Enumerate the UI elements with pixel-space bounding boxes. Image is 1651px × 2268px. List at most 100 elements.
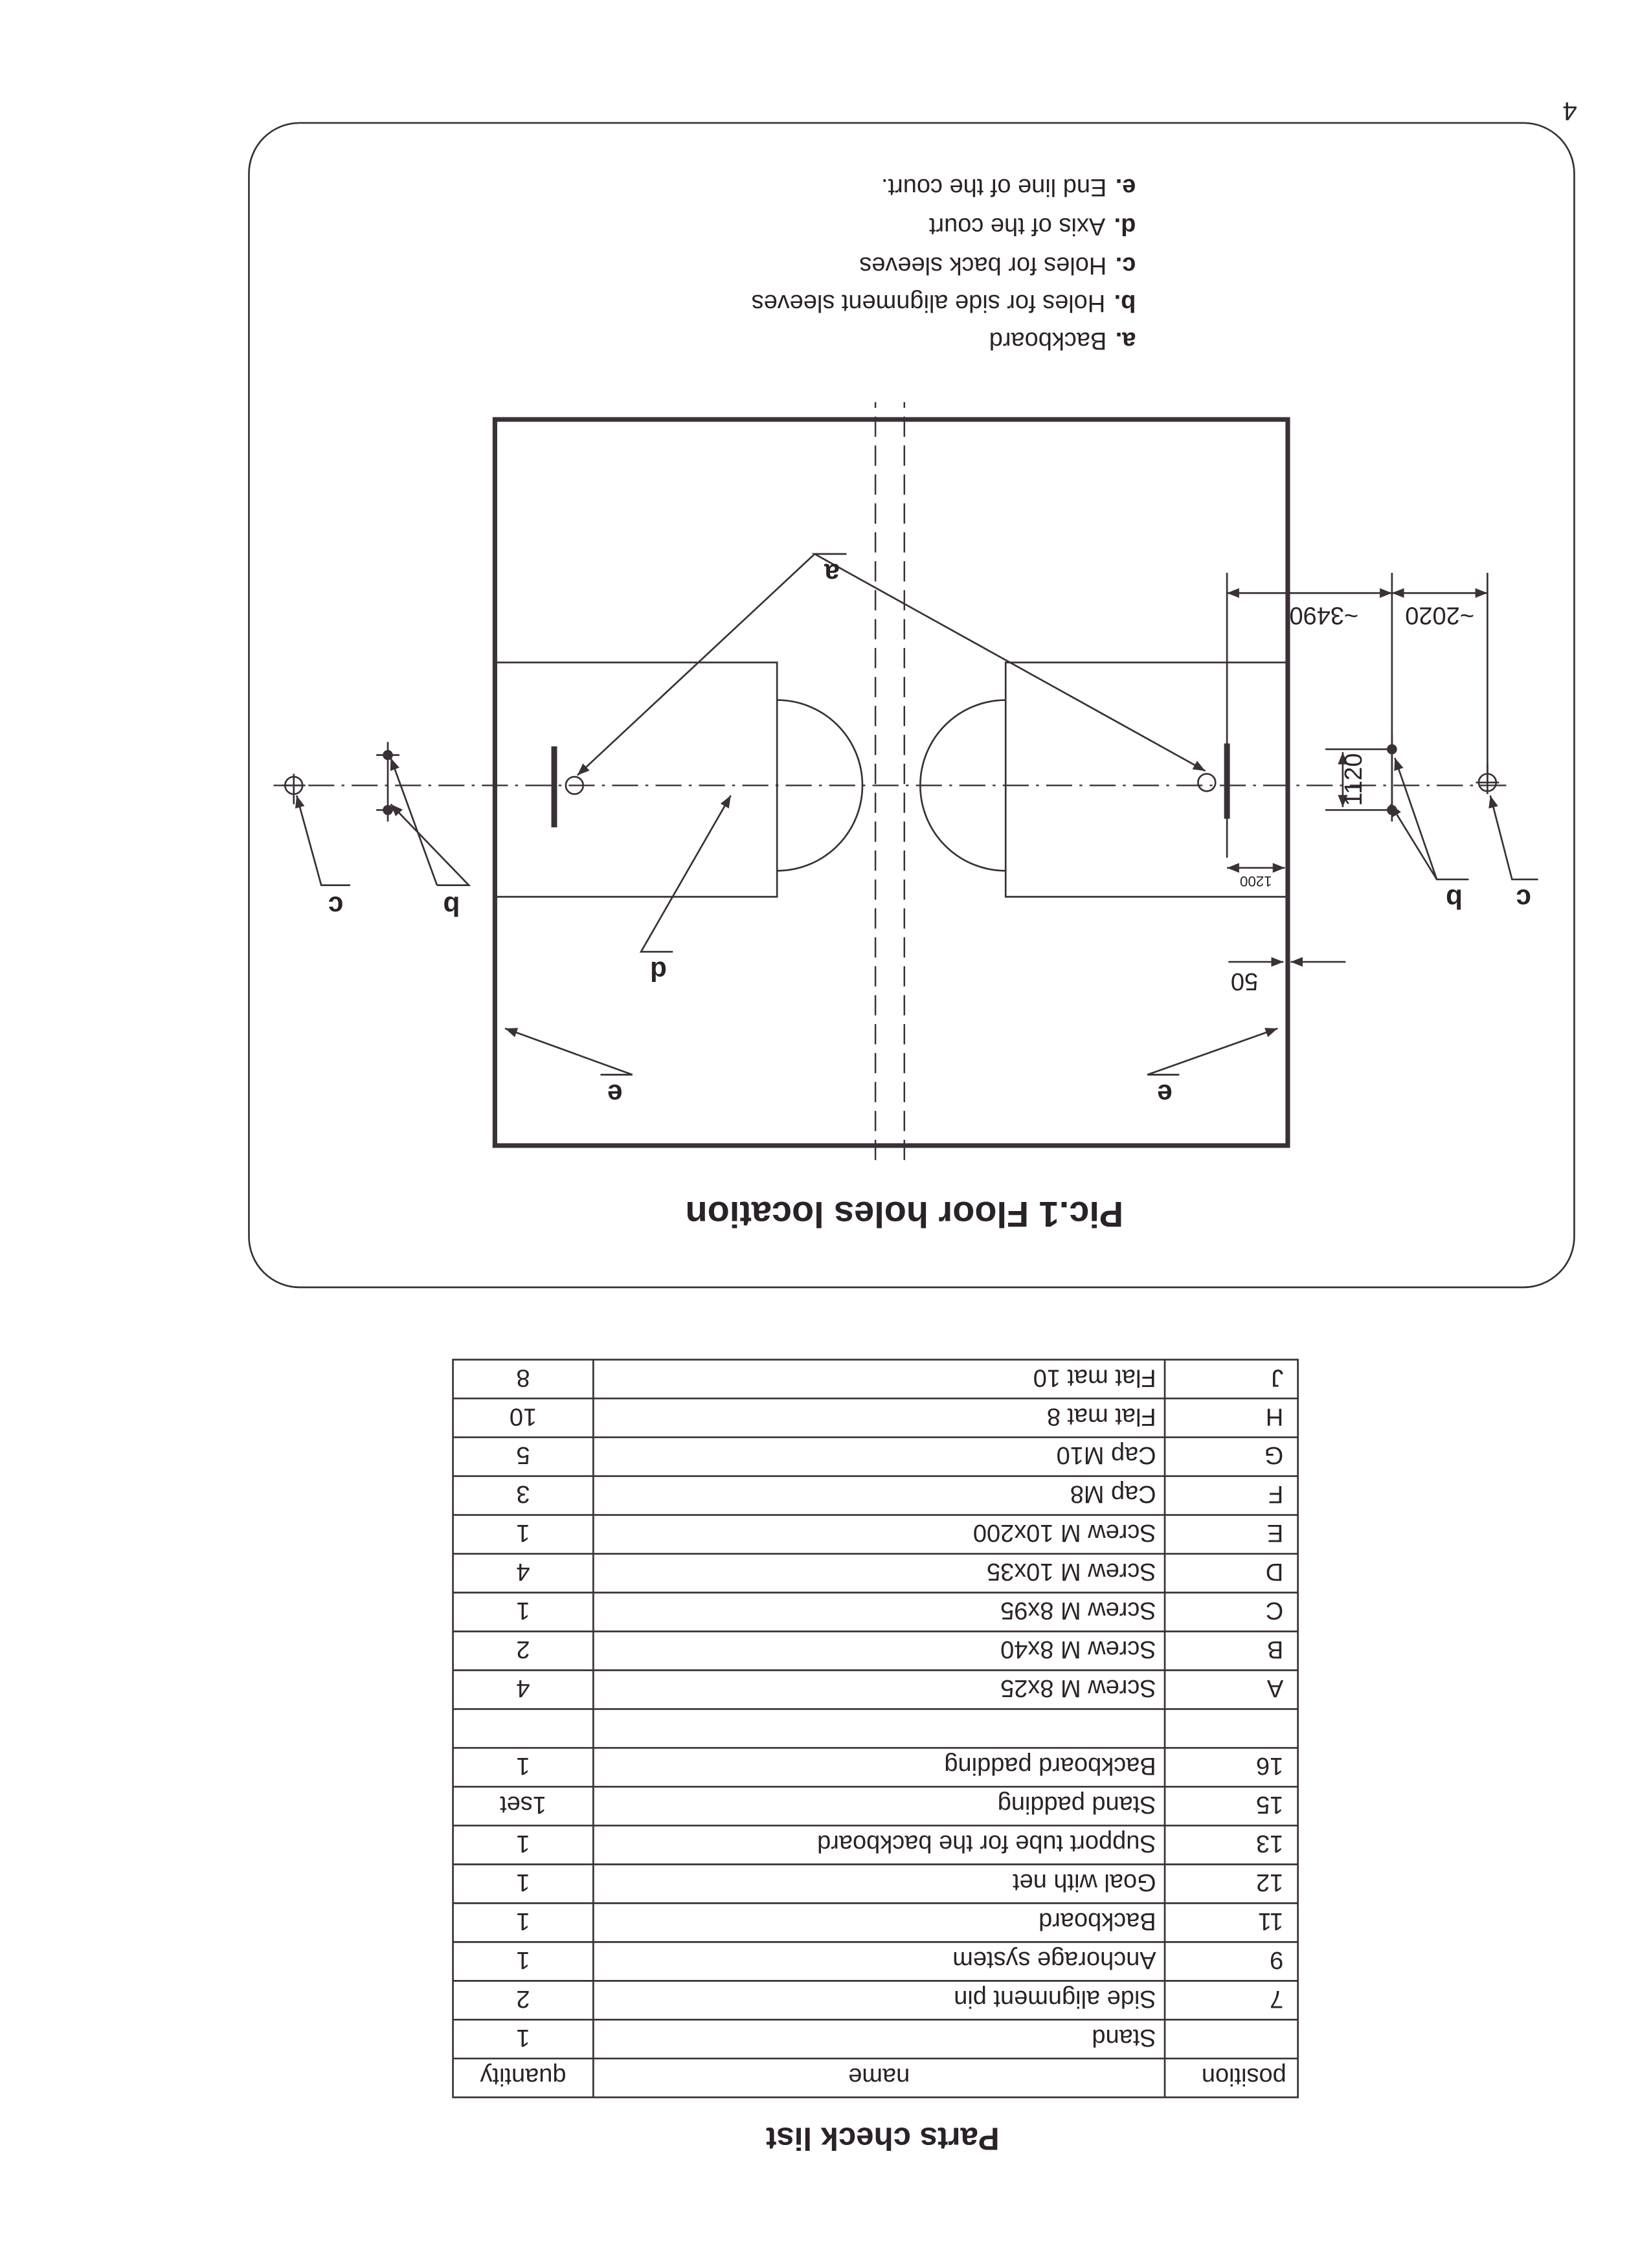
name-cell: Screw M 10x200	[973, 1519, 1156, 1546]
table-border	[452, 1359, 1299, 2098]
name-cell: Flat mat 8	[1047, 1403, 1156, 1430]
position-cell: 9	[1270, 1946, 1283, 1973]
legend-item: e. End line of the court.	[881, 173, 1136, 201]
figure-frame	[248, 122, 1575, 1289]
name-cell: Backboard	[1039, 1907, 1156, 1935]
quantity-cell: 1	[516, 1830, 530, 1857]
table-row: 15 Stand padding 1set	[500, 1791, 1284, 1818]
name-cell: Screw M 10x35	[987, 1558, 1156, 1585]
position-cell: J	[1271, 1364, 1283, 1391]
name-cell: Flat mat 10	[1033, 1364, 1156, 1391]
legend-item: c. Holes for back sleeves	[859, 252, 1136, 279]
table-header-name: name	[848, 2063, 910, 2090]
legend-key: c.	[1116, 252, 1136, 279]
table-row: 16 Backboard padding 1	[516, 1752, 1283, 1779]
table-header-position: position	[1202, 2063, 1286, 2090]
key-area-right	[494, 662, 778, 898]
legend-key: a.	[1116, 327, 1136, 354]
quantity-cell: 3	[516, 1480, 530, 1507]
label-b-side-holes: b	[443, 891, 460, 922]
legend-key: e.	[1116, 173, 1136, 201]
name-cell: Screw M 8x95	[1000, 1597, 1156, 1624]
label-e-end-line: e	[607, 1079, 623, 1109]
name-cell: Stand padding	[998, 1791, 1156, 1818]
position-cell: 13	[1256, 1830, 1283, 1857]
legend-key: d.	[1114, 212, 1136, 239]
legend-text: Holes for side alignment sleeves	[752, 289, 1106, 317]
quantity-cell: 2	[516, 1985, 530, 2012]
position-cell: C	[1266, 1597, 1283, 1624]
quantity-cell: 2	[516, 1636, 530, 1663]
quantity-cell: 1	[516, 2024, 530, 2051]
label-a-backboard: a	[824, 559, 840, 589]
free-throw-arc-right	[777, 699, 864, 872]
table-row: A Screw M 8x25 4	[516, 1674, 1283, 1702]
anchor-hole-icon	[1197, 773, 1217, 792]
dimension-50: 50	[1231, 968, 1258, 995]
position-cell: E	[1267, 1519, 1283, 1546]
dimension-2020: ~2020	[1405, 602, 1474, 629]
quantity-cell: 4	[516, 1558, 530, 1585]
legend-text: Backboard	[989, 327, 1107, 354]
position-cell: G	[1264, 1441, 1284, 1469]
quantity-cell: 1	[516, 1869, 530, 1896]
table-row: 7 Side alignment pin 2	[516, 1985, 1283, 2012]
name-cell: Cap M10	[1057, 1441, 1156, 1469]
label-e-end-line: e	[1157, 1079, 1173, 1109]
legend-text: Holes for back sleeves	[859, 252, 1106, 279]
name-cell: Goal with net	[1013, 1869, 1156, 1896]
name-cell: Cap M8	[1070, 1480, 1156, 1507]
position-cell: 12	[1256, 1869, 1283, 1896]
court-boundary	[492, 417, 1290, 1148]
quantity-cell: 1set	[500, 1791, 546, 1818]
figure-title: Pic.1 Floor holes location	[685, 1194, 1123, 1235]
quantity-cell: 1	[516, 1597, 530, 1624]
quantity-cell: 1	[516, 1946, 530, 1973]
legend-text: Axis of the court	[928, 212, 1105, 239]
position-cell: 7	[1270, 1985, 1283, 2012]
position-cell: B	[1267, 1636, 1283, 1663]
legend-item: a. Backboard	[989, 327, 1136, 354]
legend-item: d. Axis of the court	[928, 212, 1136, 239]
key-area-left	[1004, 662, 1289, 898]
position-cell: H	[1266, 1403, 1283, 1430]
name-cell: Side alignment pin	[954, 1985, 1156, 2012]
dimension-1200: 1200	[1240, 873, 1272, 889]
parts-list-title: Parts check list	[766, 2120, 1000, 2156]
free-throw-arc-left	[919, 699, 1006, 872]
quantity-cell: 5	[516, 1441, 530, 1469]
position-cell: 15	[1256, 1791, 1283, 1818]
table-row: F Cap M8 3	[516, 1480, 1283, 1507]
page-number: 4	[1563, 97, 1577, 126]
table-row: 12 Goal with net 1	[516, 1869, 1283, 1896]
name-cell: Anchorage system	[952, 1946, 1156, 1973]
quantity-cell: 4	[516, 1674, 530, 1702]
position-cell: F	[1268, 1480, 1283, 1507]
quantity-cell: 1	[516, 1907, 530, 1935]
name-cell: Screw M 8x40	[1000, 1636, 1156, 1663]
name-cell: Backboard padding	[944, 1752, 1156, 1779]
position-cell: 16	[1256, 1752, 1283, 1779]
legend-item: b. Holes for side alignment sleeves	[752, 289, 1136, 317]
position-cell: A	[1266, 1674, 1283, 1702]
court-diagram: ~3490 ~2020 1120 1200 50 a d e e b c b c	[273, 402, 1538, 1161]
table-row: B Screw M 8x40 2	[516, 1636, 1283, 1663]
label-c-back-holes: c	[328, 891, 344, 922]
quantity-cell: 1	[516, 1752, 530, 1779]
name-cell: Screw M 8x25	[1000, 1674, 1156, 1702]
table-row: 9 Anchorage system 1	[516, 1946, 1283, 1973]
dimension-3490: ~3490	[1290, 602, 1359, 629]
quantity-cell: 1	[516, 1519, 530, 1546]
legend-text: End line of the court.	[881, 173, 1106, 201]
label-d-axis: d	[650, 956, 667, 986]
table-row: G Cap M10 5	[516, 1441, 1283, 1469]
table-header-quantity: quantity	[480, 2063, 566, 2090]
legend-key: b.	[1114, 289, 1136, 317]
